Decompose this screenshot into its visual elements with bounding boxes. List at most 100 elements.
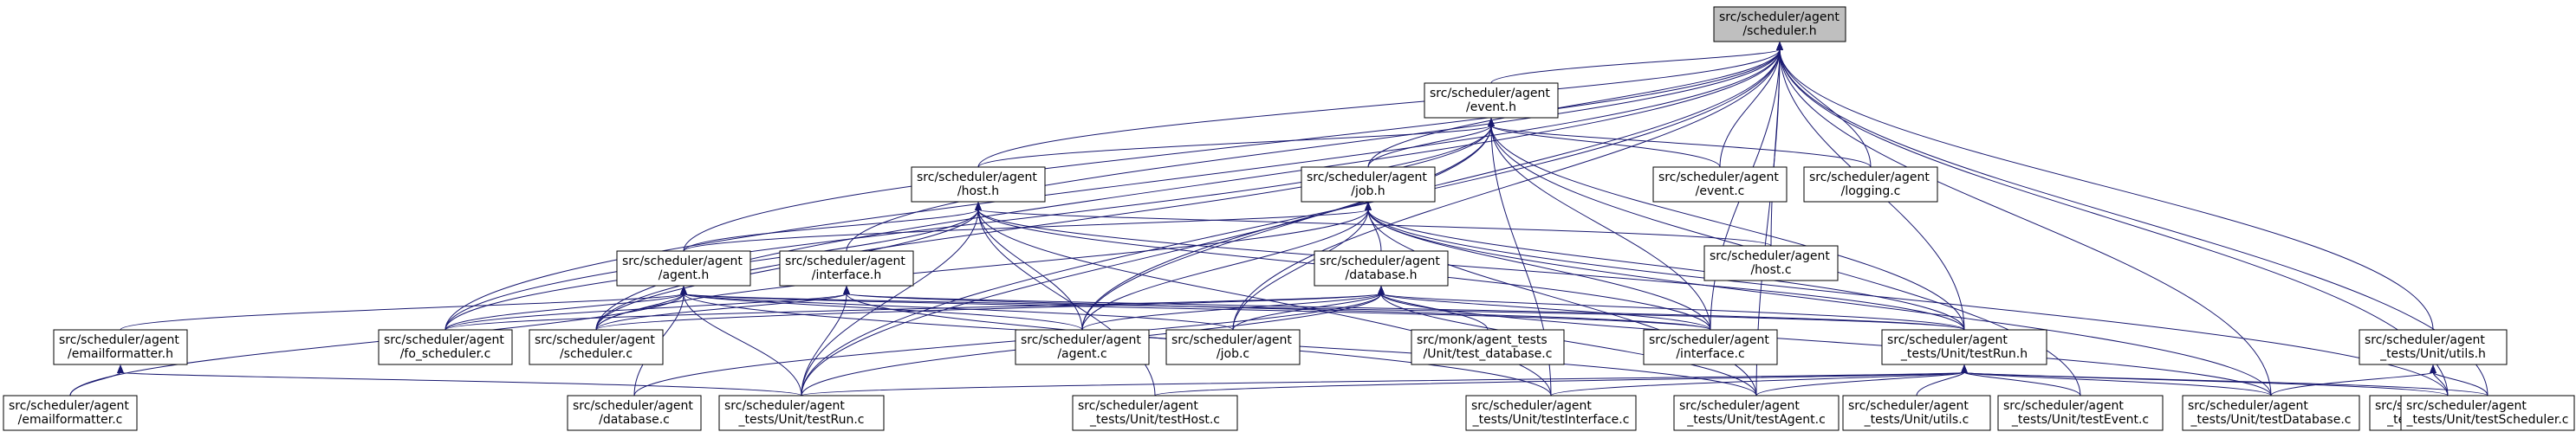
edge-host-h-to-scheduler-h bbox=[977, 48, 1781, 168]
node-utils-h[interactable]: src/scheduler/agent_tests/Unit/utils.h bbox=[2359, 329, 2508, 365]
edge-testRun-c-to-interface-h bbox=[801, 293, 847, 397]
node-job-c[interactable]: src/scheduler/agent/job.c bbox=[1165, 329, 1301, 365]
edge-testRun-c-to-scheduler-h bbox=[801, 48, 1781, 397]
node-label-path: src/scheduler/agent bbox=[2406, 399, 2527, 413]
node-testInterface-c[interactable]: src/scheduler/agent_tests/Unit/testInter… bbox=[1465, 395, 1637, 431]
edge-testDatabase-c-to-database-h bbox=[1380, 293, 2272, 397]
node-testDatabase-c[interactable]: src/scheduler/agent_tests/Unit/testDatab… bbox=[2182, 395, 2360, 431]
node-agent-c[interactable]: src/scheduler/agent/agent.c bbox=[1015, 329, 1150, 365]
node-job-h[interactable]: src/scheduler/agent/job.h bbox=[1301, 166, 1436, 203]
edge-agent-c-to-database-h bbox=[1081, 293, 1382, 331]
edge-event-h-to-scheduler-h bbox=[1490, 48, 1781, 84]
node-box bbox=[529, 329, 664, 365]
edge-scheduler-c-to-agent-h bbox=[595, 293, 685, 331]
node-label-file: /interface.h bbox=[812, 268, 881, 282]
node-box bbox=[1997, 395, 2164, 431]
node-label-file: _tests/Unit/testDatabase.c bbox=[2190, 413, 2352, 427]
node-box bbox=[911, 166, 1046, 203]
edge-testInterface-c-to-testRun-h bbox=[1550, 371, 1965, 397]
node-scheduler-h[interactable]: src/scheduler/agent/scheduler.h bbox=[1713, 6, 1846, 42]
edge-testJob-c-to-scheduler-h bbox=[1779, 48, 2449, 397]
node-label-file: _tests/Unit/testInterface.c bbox=[1472, 413, 1630, 427]
edge-scheduler-c-to-event-h bbox=[595, 125, 1492, 331]
node-interface-c[interactable]: src/scheduler/agent/interface.c bbox=[1643, 329, 1778, 365]
edge-fo-scheduler-c-to-event-h bbox=[444, 125, 1492, 331]
node-label-path: src/scheduler/agent bbox=[1710, 249, 1830, 263]
edge-testAgent-c-to-agent-h-arrowhead bbox=[680, 286, 687, 294]
node-scheduler-c[interactable]: src/scheduler/agent/scheduler.c bbox=[529, 329, 664, 365]
node-box bbox=[567, 395, 702, 431]
node-testHost-c[interactable]: src/scheduler/agent_tests/Unit/testHost.… bbox=[1072, 395, 1238, 431]
node-box bbox=[1465, 395, 1637, 431]
node-label-file: /scheduler.c bbox=[560, 347, 633, 361]
node-event-c[interactable]: src/scheduler/agent/event.c bbox=[1652, 166, 1788, 203]
node-label-path: src/scheduler/agent bbox=[2365, 333, 2485, 347]
node-label-path: src/scheduler/agent bbox=[1171, 333, 1292, 347]
node-label-file: /logging.c bbox=[1841, 184, 1901, 198]
node-label-path: src/scheduler/agent bbox=[785, 255, 905, 268]
node-label-file: /Unit/test_database.c bbox=[1424, 347, 1553, 361]
edge-testRun-h-to-database-h bbox=[1380, 293, 1965, 331]
node-label-path: src/scheduler/agent bbox=[384, 333, 504, 347]
node-label-file: /event.c bbox=[1696, 184, 1745, 198]
edge-fo-scheduler-c-to-scheduler-h bbox=[444, 48, 1781, 331]
node-event-h[interactable]: src/scheduler/agent/event.h bbox=[1424, 82, 1559, 119]
edge-testJob-c-to-job-h bbox=[1367, 209, 2449, 397]
edge-database-c-to-database-h bbox=[633, 293, 1382, 397]
edge-testEvent-c-to-testRun-h bbox=[1963, 371, 2081, 397]
node-testAgent-c[interactable]: src/scheduler/agent_tests/Unit/testAgent… bbox=[1673, 395, 1840, 431]
node-label-path: src/scheduler/agent bbox=[1887, 333, 2008, 347]
edge-testScheduler-c-to-testRun-h bbox=[1963, 371, 2488, 397]
edge-testHost-c-to-host-h bbox=[977, 209, 1156, 397]
node-host-c[interactable]: src/scheduler/agent/host.c bbox=[1703, 245, 1839, 281]
node-testScheduler-c[interactable]: src/scheduler/agent_tests/Unit/testSched… bbox=[2400, 395, 2575, 431]
node-label-file: _tests/Unit/testRun.h bbox=[1900, 347, 2028, 361]
node-label-path: src/scheduler/agent bbox=[573, 399, 693, 413]
edge-testRun-c-to-emailformatter-h bbox=[120, 371, 802, 397]
edge-job-c-to-scheduler-h bbox=[1232, 48, 1781, 331]
node-interface-h[interactable]: src/scheduler/agent/interface.h bbox=[779, 250, 914, 287]
node-emailformatter-c[interactable]: src/scheduler/agent/emailformatter.c bbox=[3, 395, 138, 431]
node-box bbox=[2359, 329, 2508, 365]
node-label-file: _tests/Unit/utils.h bbox=[2379, 347, 2486, 361]
edge-testAgent-c-to-job-h bbox=[1367, 209, 1757, 397]
node-utils-c[interactable]: src/scheduler/agent_tests/Unit/utils.c bbox=[1842, 395, 1991, 431]
node-box bbox=[3, 395, 138, 431]
edge-job-h-to-event-h bbox=[1367, 125, 1492, 168]
node-fo-scheduler-c[interactable]: src/scheduler/agent/fo_scheduler.c bbox=[378, 329, 513, 365]
edge-interface-c-to-interface-h bbox=[846, 293, 1711, 331]
node-box bbox=[2182, 395, 2360, 431]
node-label-path: src/scheduler/agent bbox=[622, 255, 743, 268]
edge-interface-c-to-agent-h bbox=[683, 293, 1711, 331]
node-host-h[interactable]: src/scheduler/agent/host.h bbox=[911, 166, 1046, 203]
node-agent-h[interactable]: src/scheduler/agent/agent.h bbox=[616, 250, 751, 287]
node-database-c[interactable]: src/scheduler/agent/database.c bbox=[567, 395, 702, 431]
edge-interface-c-to-database-h bbox=[1380, 293, 1711, 331]
node-label-path: src/scheduler/agent bbox=[1679, 399, 1800, 413]
node-label-file: /scheduler.h bbox=[1742, 24, 1816, 38]
edge-logging-c-to-event-h bbox=[1490, 125, 1872, 168]
node-label-file: _tests/Unit/testScheduler.c bbox=[2406, 413, 2569, 427]
node-label-path: src/scheduler/agent bbox=[1307, 171, 1427, 184]
edge-agent-c-to-host-h bbox=[977, 209, 1083, 331]
node-logging-c[interactable]: src/scheduler/agent/logging.c bbox=[1803, 166, 1938, 203]
edge-scheduler-c-to-scheduler-h bbox=[595, 48, 1781, 331]
node-label-file: /emailformatter.c bbox=[18, 413, 123, 427]
edge-testRun-h-to-interface-h bbox=[846, 293, 1965, 331]
node-test-database-monk[interactable]: src/monk/agent_tests/Unit/test_database.… bbox=[1411, 329, 1565, 365]
edge-utils-c-to-testRun-h bbox=[1916, 371, 1965, 397]
node-emailformatter-h[interactable]: src/scheduler/agent/emailformatter.h bbox=[53, 329, 188, 365]
node-testRun-c[interactable]: src/scheduler/agent_tests/Unit/testRun.c bbox=[718, 395, 885, 431]
node-box bbox=[378, 329, 513, 365]
edge-host-h-to-event-h bbox=[977, 125, 1492, 168]
node-testRun-h[interactable]: src/scheduler/agent_tests/Unit/testRun.h bbox=[1881, 329, 2047, 365]
node-testEvent-c[interactable]: src/scheduler/agent_tests/Unit/testEvent… bbox=[1997, 395, 2164, 431]
edge-job-c-to-job-h bbox=[1232, 209, 1369, 331]
edge-testAgent-c-to-database-h bbox=[1380, 293, 1757, 397]
node-database-h[interactable]: src/scheduler/agent/database.h bbox=[1314, 250, 1449, 287]
edge-scheduler-c-to-job-h-arrowhead bbox=[1365, 202, 1372, 210]
edge-fo-scheduler-c-to-interface-h bbox=[444, 293, 847, 331]
node-label-path: src/scheduler/agent bbox=[1021, 333, 1141, 347]
node-box bbox=[1424, 82, 1559, 119]
